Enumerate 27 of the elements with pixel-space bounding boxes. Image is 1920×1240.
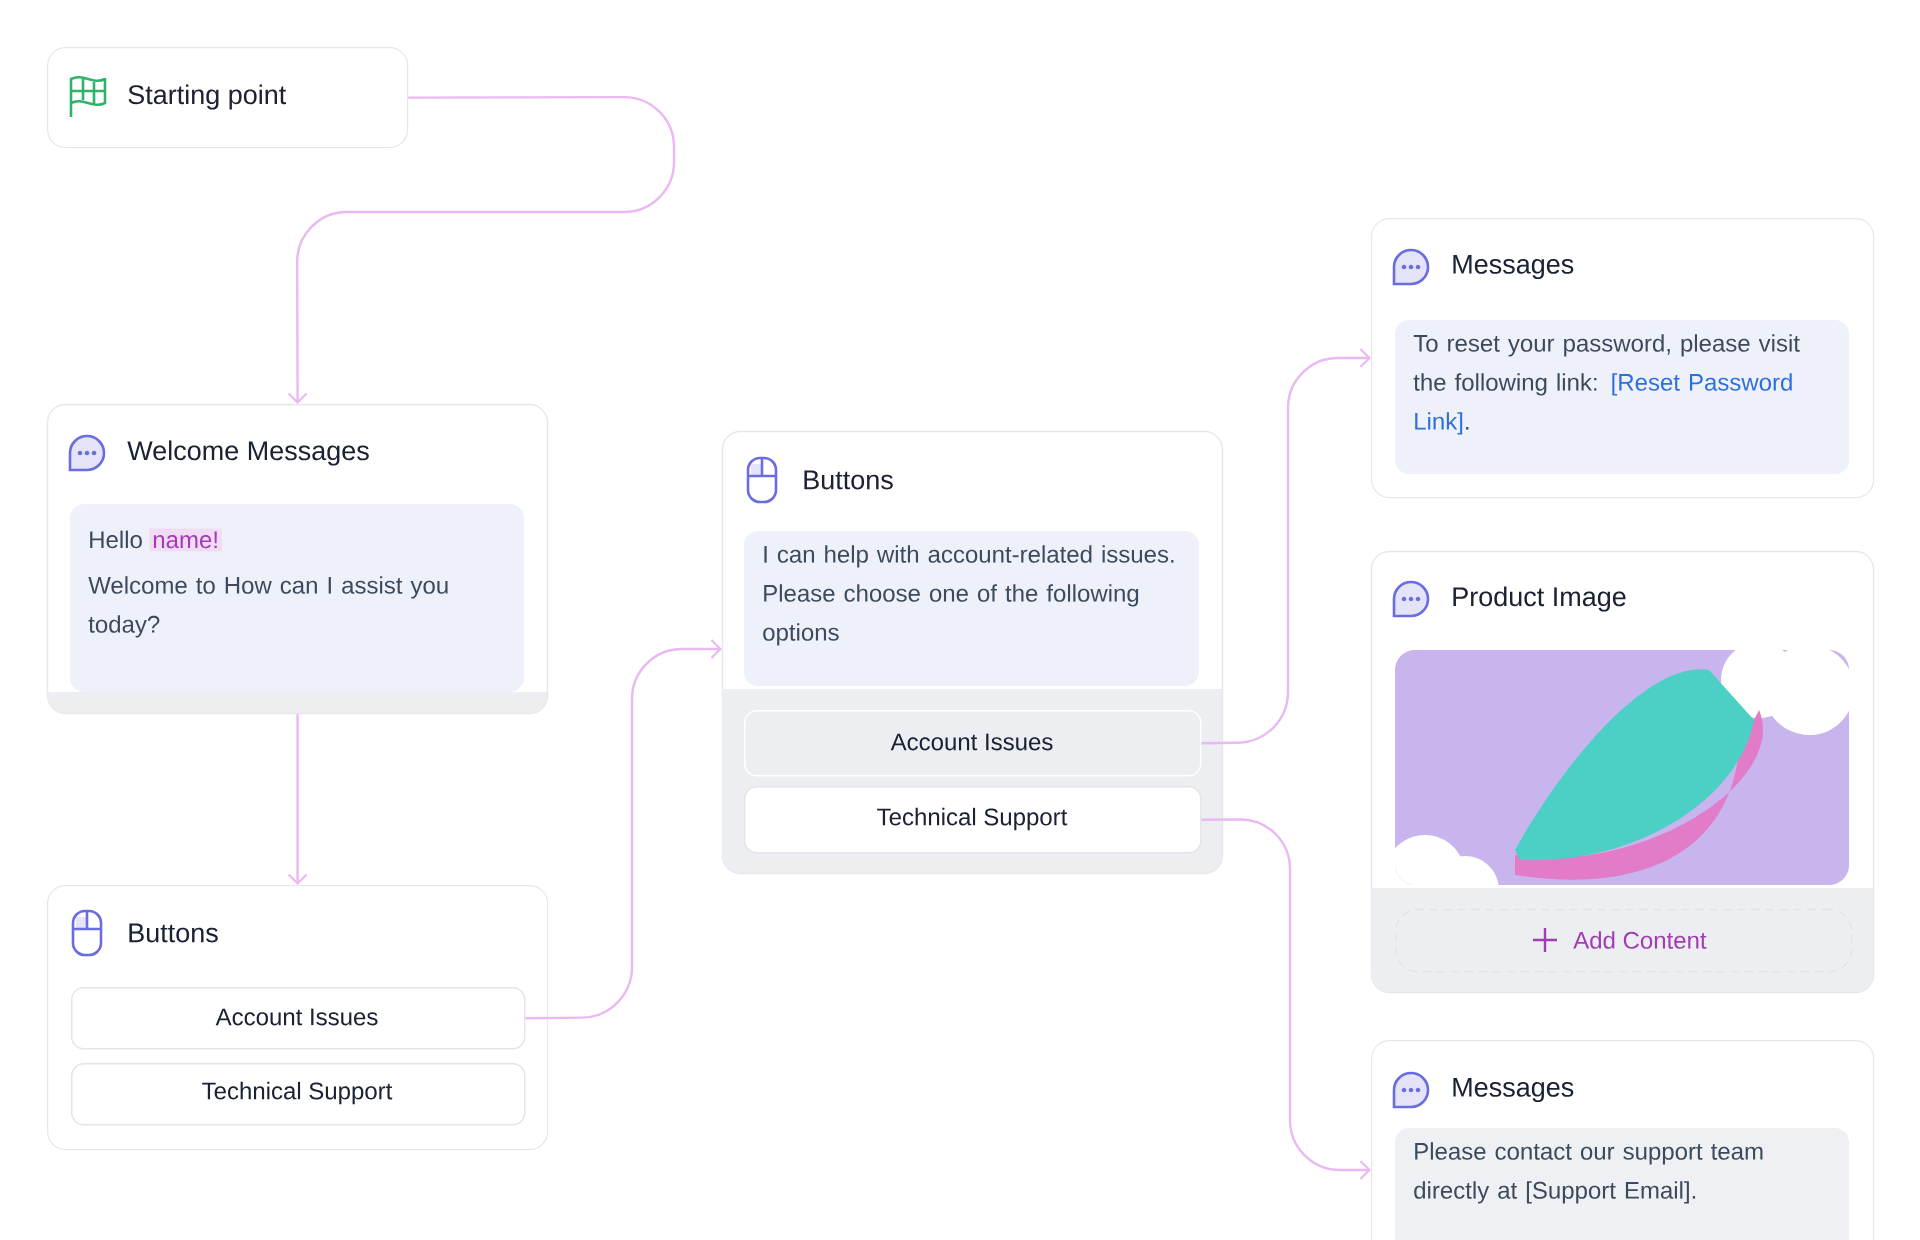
option-button: Technical Support <box>71 1063 526 1126</box>
arrow <box>1201 818 1371 1180</box>
node-label: [Reset Password <box>1612 373 1792 396</box>
arrow <box>1201 348 1371 745</box>
option-button: Technical Support <box>744 786 1202 854</box>
card-title: Buttons <box>129 923 218 943</box>
node-label: . <box>1466 427 1469 430</box>
arrow <box>287 714 308 885</box>
arrow <box>287 95 676 404</box>
card-title: Messages <box>1453 1077 1574 1103</box>
option-button: Account Issues <box>71 987 526 1050</box>
card-title: Starting point <box>128 84 287 110</box>
node-label: the following link: <box>1413 373 1597 396</box>
arrow <box>525 639 722 1020</box>
option-button: Account Issues <box>744 710 1202 777</box>
message-text: Welcome to How can I assist you today? <box>88 576 448 638</box>
message-bubble: I can help with account-related issues. Please choose one of the following options <box>744 531 1199 686</box>
card-title: Product Image <box>1453 586 1626 612</box>
message-bubble: To reset your password, please visit the following link: [Reset Password Link] . <box>1395 320 1849 474</box>
node-label: Link] <box>1415 412 1463 435</box>
variable-chip: name! <box>149 528 222 552</box>
add-content-button: Add Content <box>1395 909 1853 973</box>
message-bubble: Please contact our support team directly at [Support Email]. <box>1395 1128 1849 1240</box>
card-title: Buttons <box>804 470 893 490</box>
card-title: Welcome Messages <box>127 440 369 466</box>
node-label: To reset your password, please visit <box>1413 334 1800 357</box>
card-title: Messages <box>1453 254 1574 280</box>
